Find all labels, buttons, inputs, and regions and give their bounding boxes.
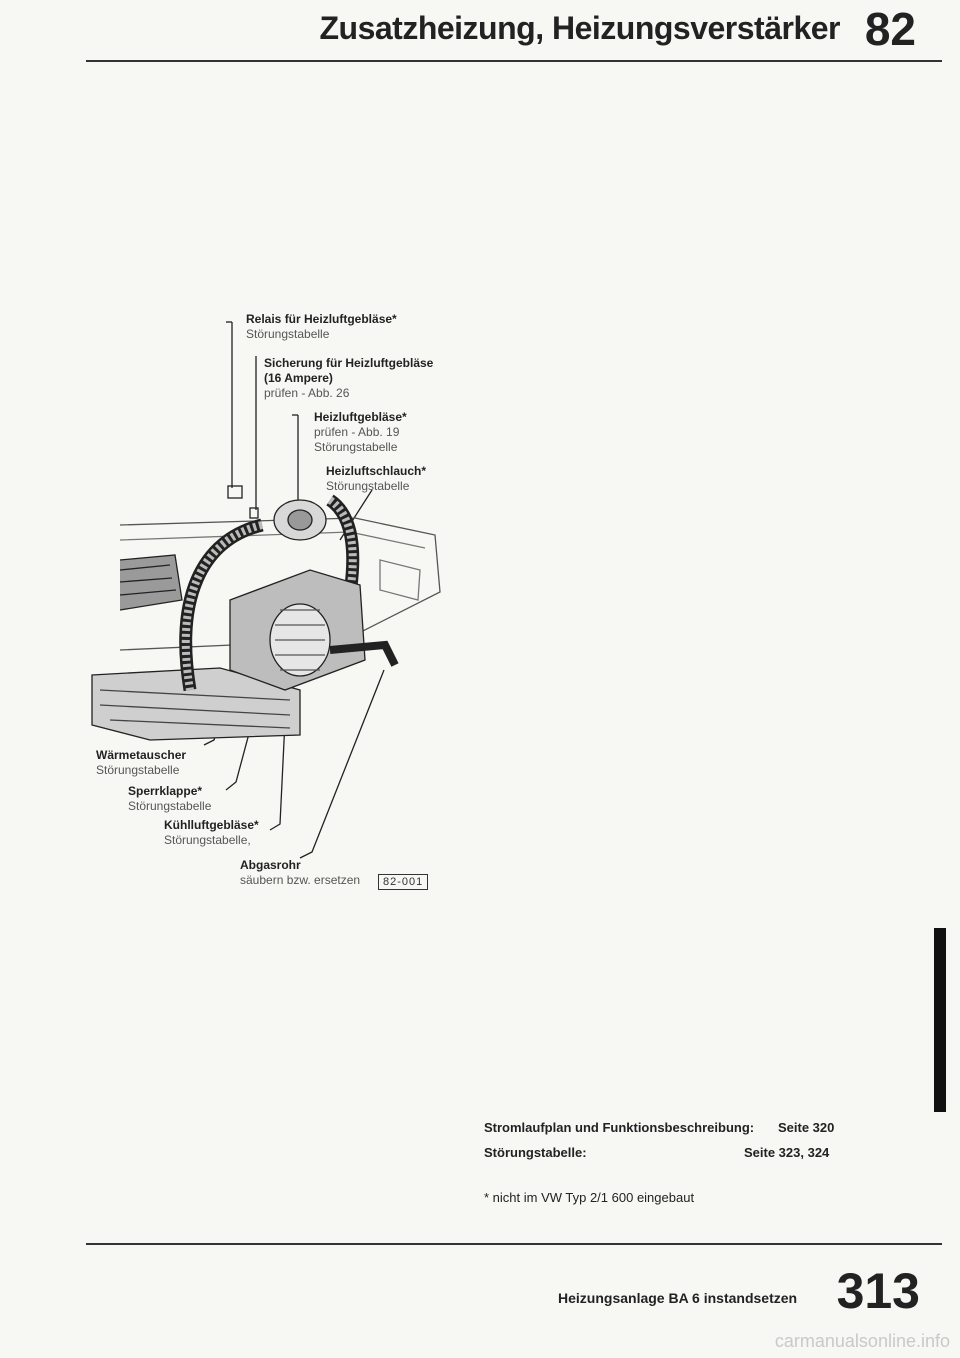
header-rule (86, 60, 942, 62)
watermark: carmanualsonline.info (774, 1331, 950, 1351)
heizluftschlauch-name: Heizluftschlauch* (326, 464, 427, 478)
heizluftgeblaese-note2: Störungstabelle (314, 440, 398, 454)
stoerung-label: Störungstabelle: (484, 1145, 587, 1160)
page-title: Zusatzheizung, Heizungsverstärker (319, 10, 840, 46)
label-sperrklappe: Sperrklappe* Störungstabelle (128, 784, 211, 814)
footer-title: Heizungsanlage BA 6 instandsetzen (558, 1290, 798, 1306)
footer-rule (86, 1243, 942, 1245)
relais-box (227, 485, 243, 499)
relais-name: Relais für Heizluftgebläse* (246, 312, 397, 326)
waermetauscher-name: Wärmetauscher (96, 748, 187, 762)
figure-reference: 82-001 (378, 874, 429, 890)
footnote: * nicht im VW Typ 2/1 600 eingebaut (484, 1190, 695, 1205)
heizluftschlauch-note: Störungstabelle (326, 479, 410, 493)
label-sicherung: Sicherung für Heizluftgebläse (16 Ampere… (264, 356, 433, 401)
heizluftgeblaese-note1: prüfen - Abb. 19 (314, 425, 400, 439)
stromlaufplan-page: Seite 320 (778, 1120, 835, 1135)
sperrklappe-name: Sperrklappe* (128, 784, 203, 798)
stoerung-page: Seite 323, 324 (744, 1145, 830, 1160)
kuehlluftgeblaese-note: Störungstabelle, (164, 833, 251, 847)
page-number: 313 (836, 1263, 920, 1319)
leader-abgasrohr (299, 669, 385, 859)
label-relais: Relais für Heizluftgebläse* Störungstabe… (246, 312, 397, 342)
kuehlluftgeblaese-name: Kühlluftgebläse* (164, 818, 259, 832)
heizluftgeblaese-name: Heizluftgebläse* (314, 410, 407, 424)
label-heizluftgeblaese: Heizluftgebläse* prüfen - Abb. 19 Störun… (314, 410, 407, 455)
leader-kuehlluftgeblaese (269, 699, 287, 831)
label-heizluftschlauch: Heizluftschlauch* Störungstabelle (326, 464, 426, 494)
chapter-number: 82 (864, 3, 916, 55)
fuse-body (249, 507, 259, 519)
label-abgasrohr: Abgasrohr säubern bzw. ersetzen (240, 858, 360, 888)
label-waermetauscher: Wärmetauscher Störungstabelle (96, 748, 186, 778)
relais-note: Störungstabelle (246, 327, 330, 341)
abgasrohr-note: säubern bzw. ersetzen (240, 873, 361, 887)
sicherung-ampere: (16 Ampere) (264, 371, 333, 385)
waermetauscher-note: Störungstabelle (96, 763, 180, 777)
abgasrohr-name: Abgasrohr (240, 858, 301, 872)
sicherung-name: Sicherung für Heizluftgebläse (264, 356, 434, 370)
stromlaufplan-label: Stromlaufplan und Funktionsbeschreibung: (484, 1120, 755, 1135)
label-kuehlluftgeblaese: Kühlluftgebläse* Störungstabelle, (164, 818, 259, 848)
section-edge-marker (934, 928, 946, 1112)
sperrklappe-note: Störungstabelle (128, 799, 212, 813)
sicherung-note: prüfen - Abb. 26 (264, 386, 350, 400)
